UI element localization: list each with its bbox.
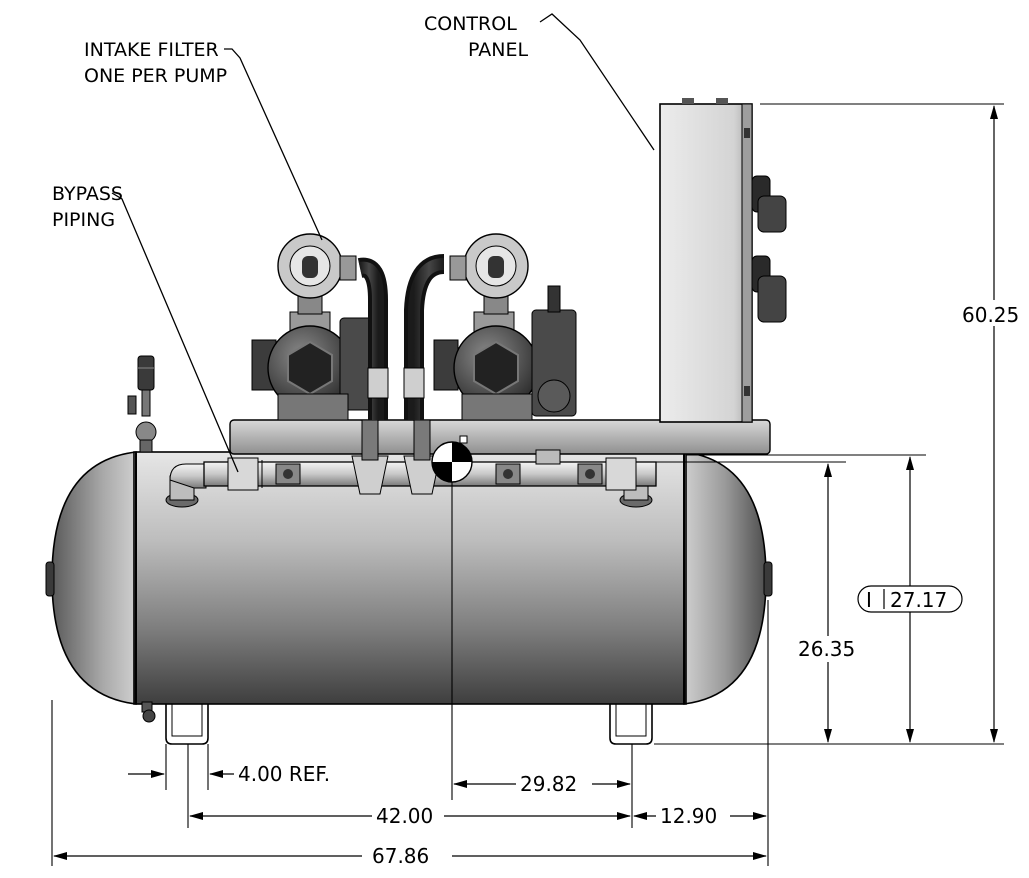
- tank-head-left: [51, 451, 137, 705]
- tank-drain-valve: [141, 701, 156, 723]
- callout-bypass-piping-line1: BYPASS: [52, 183, 123, 205]
- dim-center-height-box: I 27.17: [857, 585, 963, 613]
- bypass-valve-center: [495, 463, 603, 485]
- callout-bypass-piping-line2: PIPING: [52, 209, 115, 231]
- tank-end-plug-right: [763, 561, 773, 597]
- control-panel-enclosure: [659, 98, 787, 423]
- callout-control-panel-line1: CONTROL: [424, 13, 517, 35]
- tank-shell: [133, 451, 687, 705]
- bypass-piping-manifold: [203, 419, 657, 495]
- callout-leaders: [111, 13, 655, 473]
- extension-lines: [51, 103, 1004, 866]
- tank-port-left: [165, 463, 207, 508]
- tank-end-plug-left: [45, 561, 55, 597]
- dim-center-to-foot: 29.82: [520, 772, 577, 796]
- callout-control-panel-line2: PANEL: [468, 39, 528, 61]
- bypass-valve-left: [227, 457, 301, 491]
- vacuum-gauge: [127, 355, 157, 453]
- selector-switch-lower: [751, 255, 787, 323]
- intake-filter-left: [277, 233, 357, 315]
- vacuum-pump-right: [433, 285, 577, 421]
- dim-inlet-height: 26.35: [798, 637, 855, 661]
- dim-center-height: 27.17: [890, 588, 947, 612]
- callout-intake-filter-line1: INTAKE FILTER: [84, 39, 219, 61]
- dim-center-height-prefix: I: [866, 588, 872, 612]
- receiver-tank: [45, 451, 773, 745]
- dim-overall-length: 67.86: [372, 844, 429, 868]
- dim-foot-to-end: 12.90: [660, 804, 717, 828]
- callout-intake-filter-line2: ONE PER PUMP: [84, 65, 227, 87]
- vacuum-pump-left: [251, 311, 375, 421]
- dim-foot-width: 4.00 REF.: [238, 762, 330, 786]
- center-of-gravity-symbol: [431, 435, 473, 483]
- dim-foot-spacing: 42.00: [376, 804, 433, 828]
- tank-head-right: [683, 451, 767, 705]
- dim-overall-height: 60.25: [962, 303, 1019, 327]
- selector-switch-upper: [751, 175, 787, 233]
- intake-filter-right: [449, 233, 529, 315]
- pump-base-plate: [229, 419, 771, 455]
